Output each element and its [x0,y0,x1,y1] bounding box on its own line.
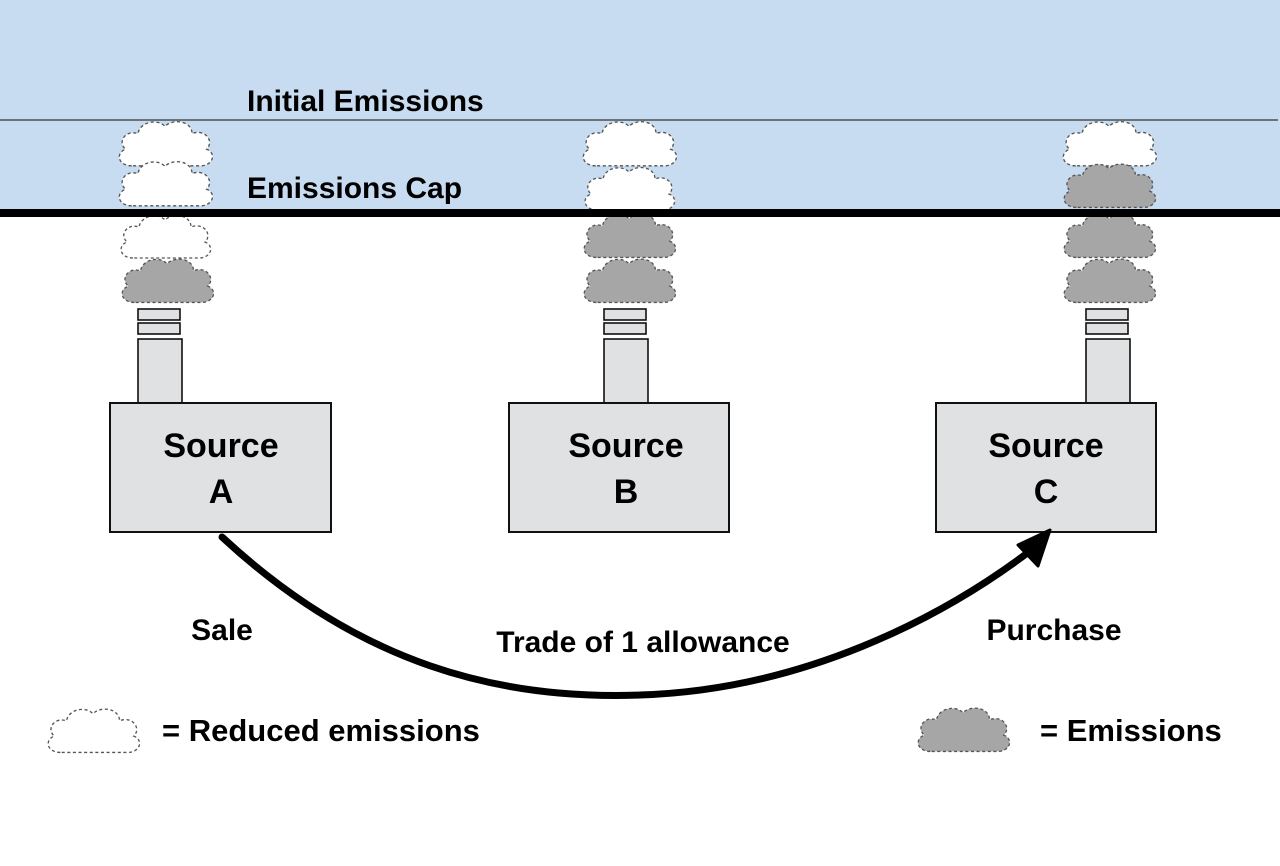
initial-emissions-label: Initial Emissions [247,85,484,118]
source-b-letter: B [614,473,639,511]
emission-cloud [121,258,215,304]
source-a-stack [137,308,183,406]
source-a-name: Source [163,427,278,465]
source-a-building [109,402,332,533]
source-c-name: Source [988,427,1103,465]
source-b-stack [603,308,649,406]
source-a-letter: A [209,473,234,511]
emission-cloud [583,213,677,259]
reduced-cloud [120,214,212,259]
legend: = Reduced emissions = Emissions [47,707,1222,754]
legend-reduced-label: = Reduced emissions [162,713,480,748]
legend-reduced-cloud-icon [47,708,141,754]
source-c-building [935,402,1157,533]
emission-cloud [583,258,677,304]
source-a: Source A [109,402,332,533]
source-c: Source C [935,402,1157,533]
source-b: Source B [508,402,730,533]
emission-cloud [1063,213,1157,259]
purchase-label: Purchase [986,614,1121,647]
source-c-letter: C [1034,473,1059,511]
sale-label: Sale [191,614,253,647]
trade-label: Trade of 1 allowance [496,626,789,659]
legend-emission-cloud-icon [917,707,1011,753]
emissions-cap-label: Emissions Cap [247,172,462,205]
trade-arrow [218,533,1038,699]
source-c-stack [1085,308,1131,406]
legend-emissions-label: = Emissions [1040,713,1222,748]
trade-arrowhead [1016,528,1052,568]
emission-cloud [1063,258,1157,304]
source-b-building [508,402,730,533]
source-b-name: Source [568,427,683,465]
